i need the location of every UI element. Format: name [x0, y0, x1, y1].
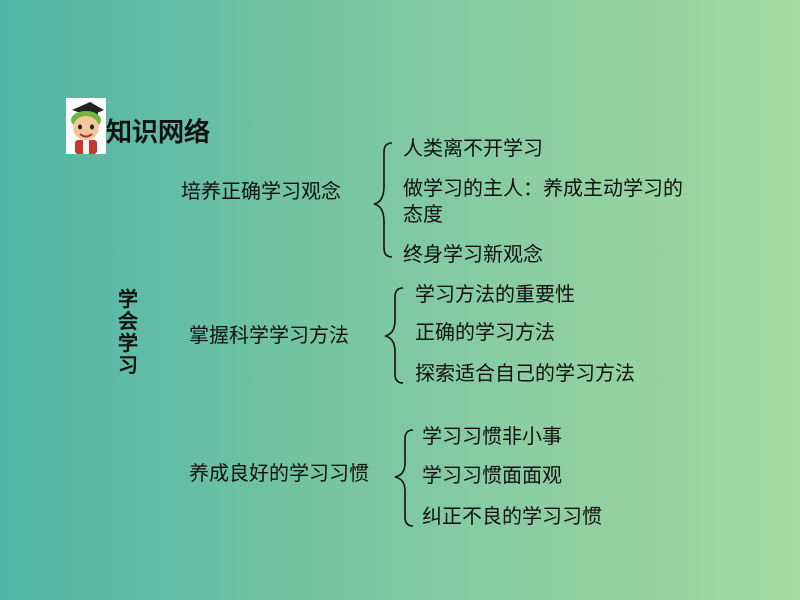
list-item: 终身学习新观念 [403, 242, 543, 266]
list-item: 纠正不良的学习习惯 [422, 504, 602, 528]
list-item: 正确的学习方法 [415, 320, 555, 344]
list-item: 做学习的主人：养成主动学习的 [403, 176, 683, 200]
page-title: 知识网络 [106, 118, 211, 148]
group-label-2: 掌握科学学习方法 [189, 323, 349, 347]
brace-2 [384, 287, 404, 384]
mascot-icon [66, 98, 106, 154]
list-item: 学习习惯非小事 [422, 424, 562, 448]
group-label-3: 养成良好的学习习惯 [189, 461, 369, 485]
brace-3 [394, 429, 414, 527]
list-item: 态度 [403, 202, 443, 226]
root-topic: 学会学习 [118, 287, 138, 377]
list-item: 人类离不开学习 [403, 136, 543, 160]
list-item: 学习习惯面面观 [422, 463, 562, 487]
list-item: 学习方法的重要性 [415, 282, 575, 306]
group-label-1: 培养正确学习观念 [181, 179, 341, 203]
brace-1 [373, 142, 393, 258]
list-item: 探索适合自己的学习方法 [415, 361, 635, 385]
